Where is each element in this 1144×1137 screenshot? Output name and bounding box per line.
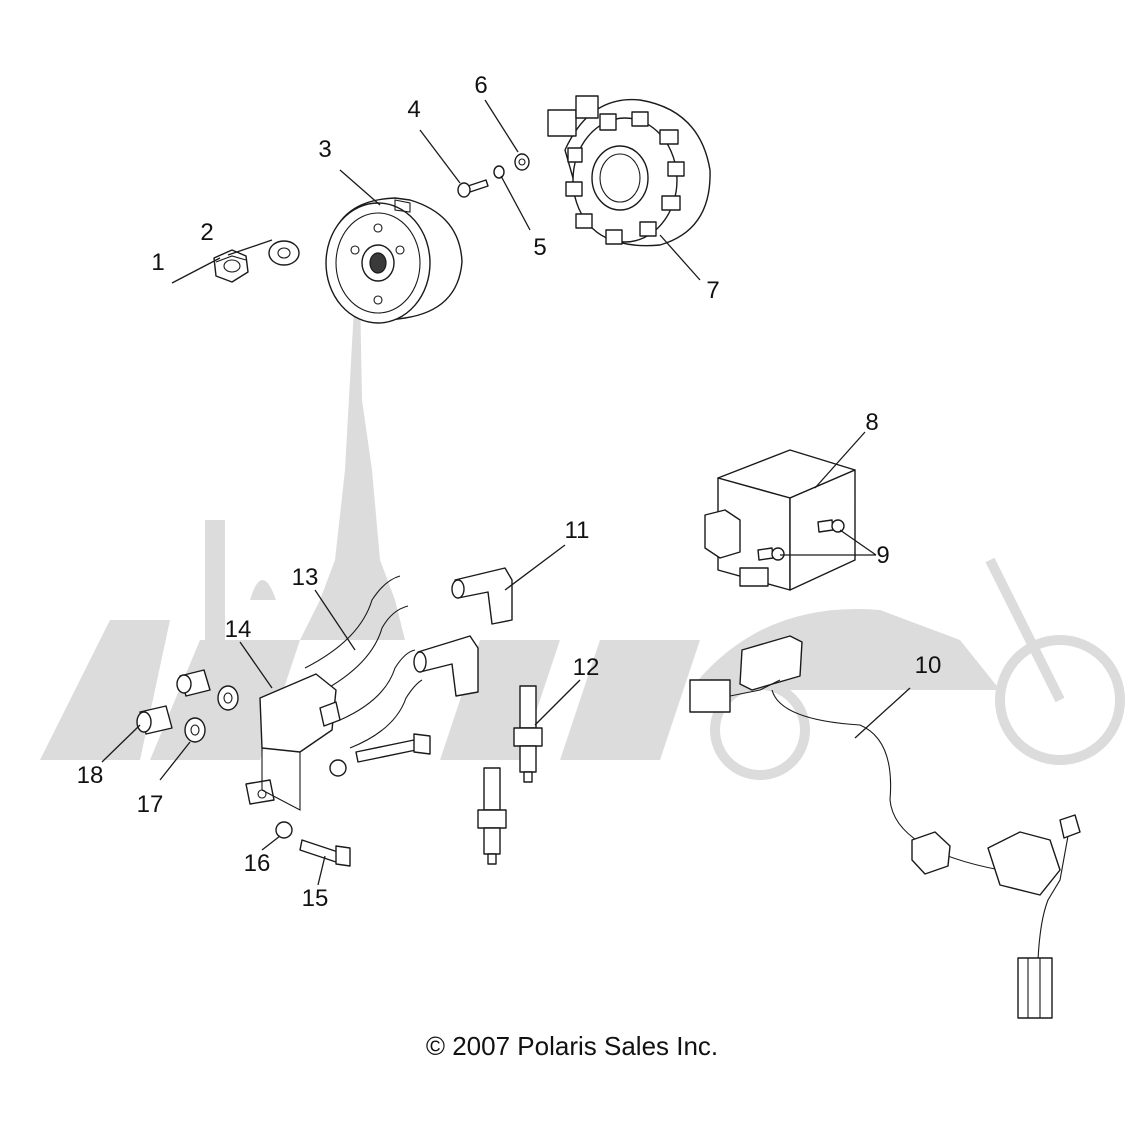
callout-17: 17 — [137, 791, 164, 818]
part-16-lock-washer — [275, 759, 347, 839]
spark-plug-cap-2 — [413, 635, 479, 697]
part-15-bolt — [299, 839, 351, 867]
washer-upper — [217, 685, 239, 711]
callout-13: 13 — [292, 564, 319, 591]
part-12-spark-plug — [513, 685, 543, 783]
callout-5: 5 — [533, 234, 546, 261]
callout-2: 2 — [200, 219, 213, 246]
part-4-screw — [457, 179, 489, 198]
leader-lines — [101, 99, 911, 886]
part-9-screws — [757, 519, 845, 561]
part-10-wire-harness — [689, 635, 1081, 1019]
part-18-spacer — [136, 705, 173, 735]
part-11-spark-plug-cap — [451, 567, 513, 625]
spacer-upper — [176, 669, 211, 697]
part-6-washer — [514, 153, 530, 171]
callout-3: 3 — [318, 136, 331, 163]
callout-7: 7 — [706, 277, 719, 304]
callout-9: 9 — [876, 542, 889, 569]
part-1-hex-nut — [213, 249, 249, 283]
callout-16: 16 — [244, 850, 271, 877]
copyright-notice: © 2007 Polaris Sales Inc. — [425, 1031, 719, 1061]
callout-8: 8 — [865, 409, 878, 436]
part-13-ignition-cable — [304, 575, 423, 749]
part-14-ignition-coil — [245, 673, 341, 811]
callout-12: 12 — [573, 654, 600, 681]
callout-15: 15 — [302, 885, 329, 912]
callout-1: 1 — [151, 249, 164, 276]
callout-6: 6 — [474, 72, 487, 99]
spark-plug-2 — [477, 767, 507, 865]
part-2-washer — [268, 240, 300, 266]
part-5-lock-washer — [493, 165, 505, 179]
part-7-stator — [547, 95, 711, 247]
callout-14: 14 — [225, 616, 252, 643]
bolt-2 — [355, 733, 431, 763]
part-8-cdi-module — [704, 449, 856, 591]
callout-11: 11 — [565, 517, 590, 544]
part-3-flywheel — [325, 197, 463, 324]
callout-18: 18 — [77, 762, 104, 789]
part-17-washer — [184, 717, 206, 743]
callout-labels: 1 2 3 4 5 6 7 8 9 10 11 12 13 14 15 16 1… — [77, 72, 942, 912]
callout-4: 4 — [407, 96, 420, 123]
callout-10: 10 — [915, 652, 942, 679]
